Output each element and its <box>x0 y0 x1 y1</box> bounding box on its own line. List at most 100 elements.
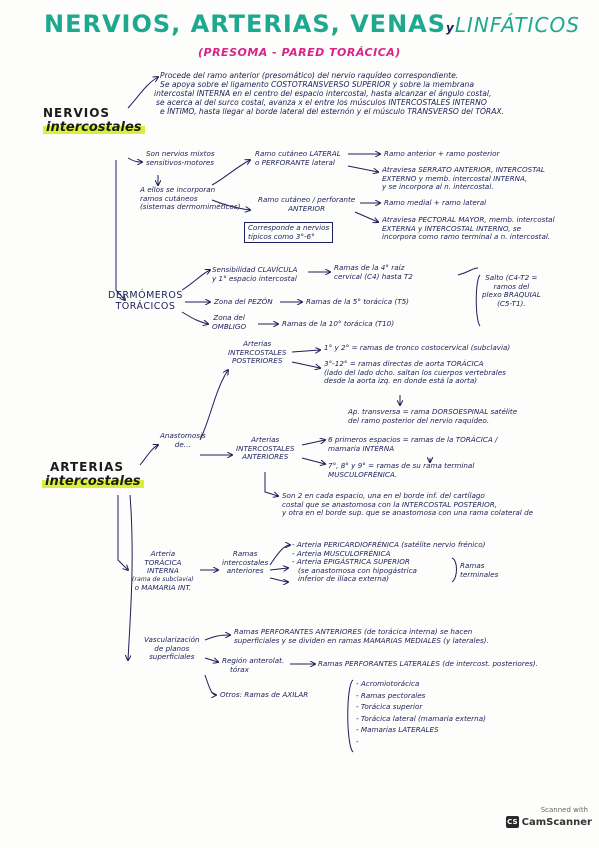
dermo-row1-right: Ramas de la 4° raíz cervical (C4) hasta … <box>334 263 413 281</box>
toracica-terminales: Ramas terminales <box>460 561 499 579</box>
axilar-item: - Torácica lateral (mamaria externa) <box>356 713 486 723</box>
lateral-head-line: Ramo cutáneo LATERAL <box>255 149 341 158</box>
axilar-item: - Ramas pectorales <box>356 690 426 700</box>
dermo-row1-left-line: y 1° espacio intercostal <box>212 273 297 283</box>
vasc-r2-left-line: tórax <box>230 664 249 674</box>
anastomosis-line: Anastomosis <box>160 431 206 440</box>
salto-line: ramos del <box>493 281 530 291</box>
dermo-row2-right: Ramas de la 5° torácica (T5) <box>306 297 409 306</box>
ramo-lateral-r1: Ramo anterior + ramo posterior <box>384 149 500 158</box>
anteriores-r3-line: y otra en el borde sup. que se anastomos… <box>282 508 534 518</box>
posteriores-head-line: POSTERIORES <box>232 356 283 366</box>
toracica-mid: Ramas intercostales anteriores <box>222 549 269 576</box>
anteriores-r3: Son 2 en cada espacio, una en el borde i… <box>282 491 534 518</box>
title-y: y <box>446 21 455 35</box>
dermo-row3-right: Ramas de la 10° torácica (T10) <box>282 319 395 328</box>
axilar-item: - Mamarias LATERALES <box>356 725 439 735</box>
lateral-r2-line: Atraviesa SERRATO ANTERIOR, INTERCOSTAL <box>382 165 545 174</box>
toracica-mid-line: Ramas <box>232 549 258 558</box>
incorporan-line: A ellos se incorporan <box>140 185 216 194</box>
axilar-item: - Torácica superior <box>356 702 423 712</box>
posteriores-head: Arterias INTERCOSTALES POSTERIORES <box>228 339 287 366</box>
watermark-line2: CamScanner <box>521 816 592 828</box>
nervios-intro-line: Procede del ramo anterior (presomático) … <box>160 71 459 80</box>
nervios-label-line1: NERVIOS <box>43 106 111 120</box>
vasc-r3-left: Otros: Ramas de AXILAR <box>220 690 309 699</box>
nervios-label: NERVIOS intercostales <box>43 106 145 135</box>
anteriores-head: Arterias INTERCOSTALES ANTERIORES <box>236 435 295 462</box>
lateral-head-line: o PERFORANTE lateral <box>255 157 335 167</box>
axilar-items: - Acromiotorácica - Ramas pectorales - T… <box>356 679 486 747</box>
anteriores-r3-line: costal que se anastomosa con la INTERCOS… <box>282 499 498 509</box>
axilar-item: - <box>356 736 359 746</box>
posteriores-r2: 3°-12° = ramas directas de aorta TORÁCIC… <box>324 359 506 386</box>
camscanner-watermark: Scanned with CS CamScanner <box>506 806 592 840</box>
ramo-anterior-r1: Ramo medial + ramo lateral <box>384 198 487 207</box>
mixtos-line: sensitivos-motores <box>146 157 215 167</box>
dermo-salto: Salto (C4-T2 = ramos del plexo BRAQUIAL … <box>482 273 541 308</box>
nervios-intro-line: intercostal INTERNA en el centro del esp… <box>154 89 492 98</box>
vasc-r2-left-line: Región anterolat. <box>222 656 285 665</box>
ramo-anterior-r2: Atraviesa PECTORAL MAYOR, memb. intercos… <box>382 215 555 242</box>
toracica-item: - Arteria MUSCULOFRÉNICA <box>292 548 391 558</box>
dermo-row1-left-line: Sensibilidad CLAVÍCULA <box>212 265 298 274</box>
anteriores-head-line: ANTERIORES <box>242 452 289 462</box>
posteriores-r3-line: Ap. transversa = rama DORSOESPINAL satél… <box>348 407 518 416</box>
title-end: LINFÁTICOS <box>454 13 580 37</box>
anteriores-head-line: INTERCOSTALES <box>236 443 295 453</box>
nervios-intro: Procede del ramo anterior (presomático) … <box>154 71 505 116</box>
dermomeros-label-line: DERMÓMEROS <box>108 290 183 301</box>
posteriores-r3-line: del ramo posterior del nervio raquídeo. <box>348 415 490 425</box>
title-main: NERVIOS, ARTERIAS, VENAS <box>44 10 447 38</box>
dermo-row3-left-line: OMBLIGO <box>212 321 247 331</box>
toracica-head-line: TORÁCICA <box>144 557 182 567</box>
dermo-row1-left: Sensibilidad CLAVÍCULA y 1° espacio inte… <box>212 265 298 283</box>
mixtos-line: Son nervios mixtos <box>146 149 215 158</box>
terminales-line: terminales <box>460 569 499 579</box>
anteriores-r1: 6 primeros espacios = ramas de la TORÁCI… <box>328 435 498 453</box>
vasc-head-line: de planos <box>154 643 190 653</box>
anteriores-r2: 7°, 8° y 9° = ramas de su rama terminal … <box>328 461 474 479</box>
ramo-anterior-head: Ramo cutáneo / perforante ANTERIOR <box>258 195 356 213</box>
anteriores-r1-line: mamaria INTERNA <box>328 443 395 453</box>
anterior-r2-line: EXTERNA y INTERCOSTAL INTERNO, se <box>382 223 522 233</box>
vasc-head-line: superficiales <box>149 652 195 662</box>
vasc-r1: Ramas PERFORANTES ANTERIORES (de torácic… <box>234 627 489 645</box>
vasc-r2-right: Ramas PERFORANTES LATERALES (de intercos… <box>318 659 539 668</box>
anteriores-r1-line: 6 primeros espacios = ramas de la TORÁCI… <box>328 435 498 444</box>
vasc-r1-line: Ramas PERFORANTES ANTERIORES (de torácic… <box>234 627 473 636</box>
toracica-head: Arteria TORÁCICA INTERNA (rama de subcla… <box>132 549 194 593</box>
vasc-r1-line: superficiales y se dividen en ramas MAMA… <box>234 635 489 645</box>
dermo-row3-left-line: Zona del <box>213 313 245 322</box>
anterior-head-line: Ramo cutáneo / perforante <box>258 195 356 204</box>
toracica-mid-line: anteriores <box>226 566 264 576</box>
nervios-intro-line: e ÍNTIMO, hasta llegar al borde lateral … <box>160 107 505 116</box>
nervios-intro-line: se acerca al del surco costal, avanza x … <box>156 98 487 107</box>
posteriores-r3: Ap. transversa = rama DORSOESPINAL satél… <box>348 407 518 425</box>
lateral-r2-line: y se incorpora al n. intercostal. <box>382 182 494 192</box>
terminales-line: Ramas <box>460 561 485 570</box>
camscanner-logo-icon: CS <box>506 816 519 828</box>
posteriores-r2-line: 3°-12° = ramas directas de aorta TORÁCIC… <box>324 359 484 368</box>
posteriores-head-line: INTERCOSTALES <box>228 347 287 357</box>
dermo-row1-right-line: Ramas de la 4° raíz <box>334 263 405 272</box>
anterior-r2-line: Atraviesa PECTORAL MAYOR, memb. intercos… <box>382 215 555 224</box>
salto-line: (C5-T1). <box>497 298 526 308</box>
incorporan-line: ramos cutáneos <box>140 193 198 203</box>
toracica-mid-line: intercostales <box>222 557 269 567</box>
nervios-label-line2: intercostales <box>43 120 145 135</box>
anastomosis-line: de… <box>174 439 191 449</box>
anteriores-head-line: Arterias <box>251 435 280 444</box>
arterias-label: ARTERIAS intercostales <box>42 460 144 489</box>
salto-line: Salto (C4-T2 = <box>485 273 538 282</box>
toracica-head-line: o MAMARIA INT. <box>134 583 192 593</box>
page-subtitle: (PRESOMA - PARED TORÁCICA) <box>198 46 401 59</box>
watermark-line1: Scanned with <box>540 806 588 814</box>
nervios-mixtos: Son nervios mixtos sensitivos-motores <box>146 149 215 167</box>
anastomosis: Anastomosis de… <box>160 431 206 449</box>
anteriores-r2-line: MUSCULOFRÉNICA. <box>328 469 398 479</box>
dermo-row3-left: Zona del OMBLIGO <box>212 313 247 331</box>
toracica-item: (se anastomosa con hipogástrica <box>298 565 417 575</box>
arterias-label-line2: intercostales <box>42 474 144 489</box>
ramo-lateral-head: Ramo cutáneo LATERAL o PERFORANTE latera… <box>255 149 341 167</box>
